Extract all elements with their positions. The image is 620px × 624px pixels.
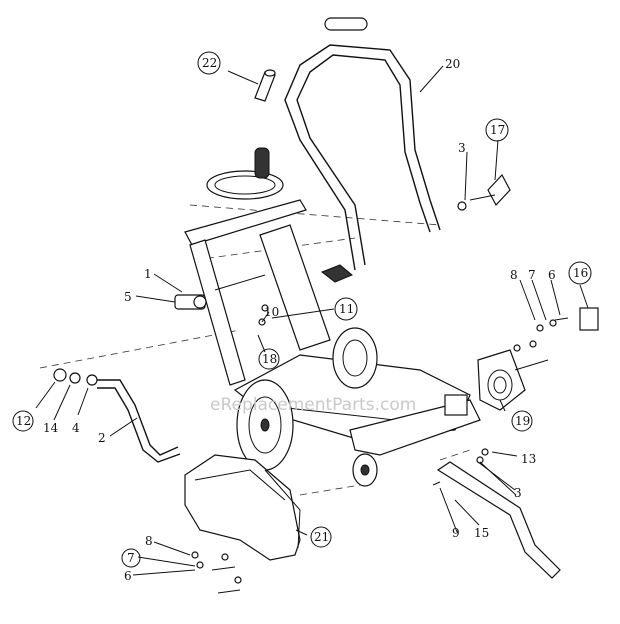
callout-5: 5 [124, 290, 132, 304]
callout-7-guard: 7 [127, 551, 135, 565]
knob [320, 264, 353, 283]
callout-15: 15 [474, 526, 489, 540]
callout-3-lever: 3 [514, 486, 522, 500]
rear-wheel-left [236, 379, 294, 471]
callout-20: 20 [445, 57, 460, 71]
water-hose-edge [97, 387, 181, 463]
callout-16: 16 [573, 266, 588, 280]
callout-circle-22 [197, 51, 221, 75]
grip-part-top [324, 17, 368, 31]
callout-3-handle: 3 [458, 141, 466, 155]
hardware-bolts [169, 201, 569, 594]
fitting-part-14 [69, 372, 81, 384]
lever-part-15 [436, 461, 561, 579]
watermark-text: eReplacementParts.com [210, 395, 416, 415]
callout-6-bracket: 6 [548, 268, 556, 282]
plate-part-16 [579, 307, 599, 331]
nut-part-4 [86, 374, 98, 386]
water-hose-part-2 [95, 379, 179, 456]
bracket-part-19 [477, 349, 526, 411]
assembly-line-frame [194, 237, 356, 261]
leader-lines [35, 65, 589, 576]
callout-21: 21 [314, 530, 329, 544]
front-wheel [352, 453, 378, 487]
callout-circle-7 [121, 548, 141, 568]
callout-9: 9 [452, 526, 460, 540]
callout-6-guard: 6 [124, 569, 132, 583]
callout-18: 18 [262, 352, 277, 366]
rear-wheel-right [332, 327, 378, 389]
callout-12: 12 [16, 414, 31, 428]
steering-wheel [206, 147, 284, 200]
callout-circle-19 [511, 410, 533, 432]
grip-part-22 [254, 69, 276, 102]
assembly-line-handle [189, 204, 441, 226]
callout-10: 10 [264, 305, 279, 319]
assembly-line-guard [299, 484, 361, 496]
callout-1: 1 [144, 267, 152, 281]
callout-7-bracket: 7 [528, 268, 536, 282]
callout-19: 19 [515, 414, 530, 428]
clamp-part-17 [469, 173, 511, 207]
callout-circle-11 [334, 297, 358, 321]
callout-11: 11 [339, 302, 354, 316]
callout-circle-21 [310, 526, 332, 548]
callout-8-guard: 8 [145, 534, 153, 548]
callout-circle-17 [485, 118, 509, 142]
assembly-line-hose [39, 329, 241, 369]
callout-22: 22 [202, 56, 217, 70]
assembly-line-bracket [439, 449, 471, 461]
callout-8-bracket: 8 [510, 268, 518, 282]
callout-17: 17 [490, 123, 505, 137]
callout-circle-12 [12, 410, 34, 432]
o-ring-part-12 [53, 368, 67, 382]
callout-13: 13 [521, 452, 536, 466]
blade-guard-part-21 [184, 454, 301, 561]
callout-2: 2 [98, 431, 106, 445]
handle-bar-part-20 [284, 44, 441, 271]
callout-4: 4 [72, 421, 80, 435]
callout-circle-16 [568, 261, 592, 285]
valve-part-5 [174, 294, 207, 310]
main-frame [184, 199, 481, 456]
callout-14: 14 [43, 421, 59, 435]
callout-circle-18 [258, 348, 280, 370]
